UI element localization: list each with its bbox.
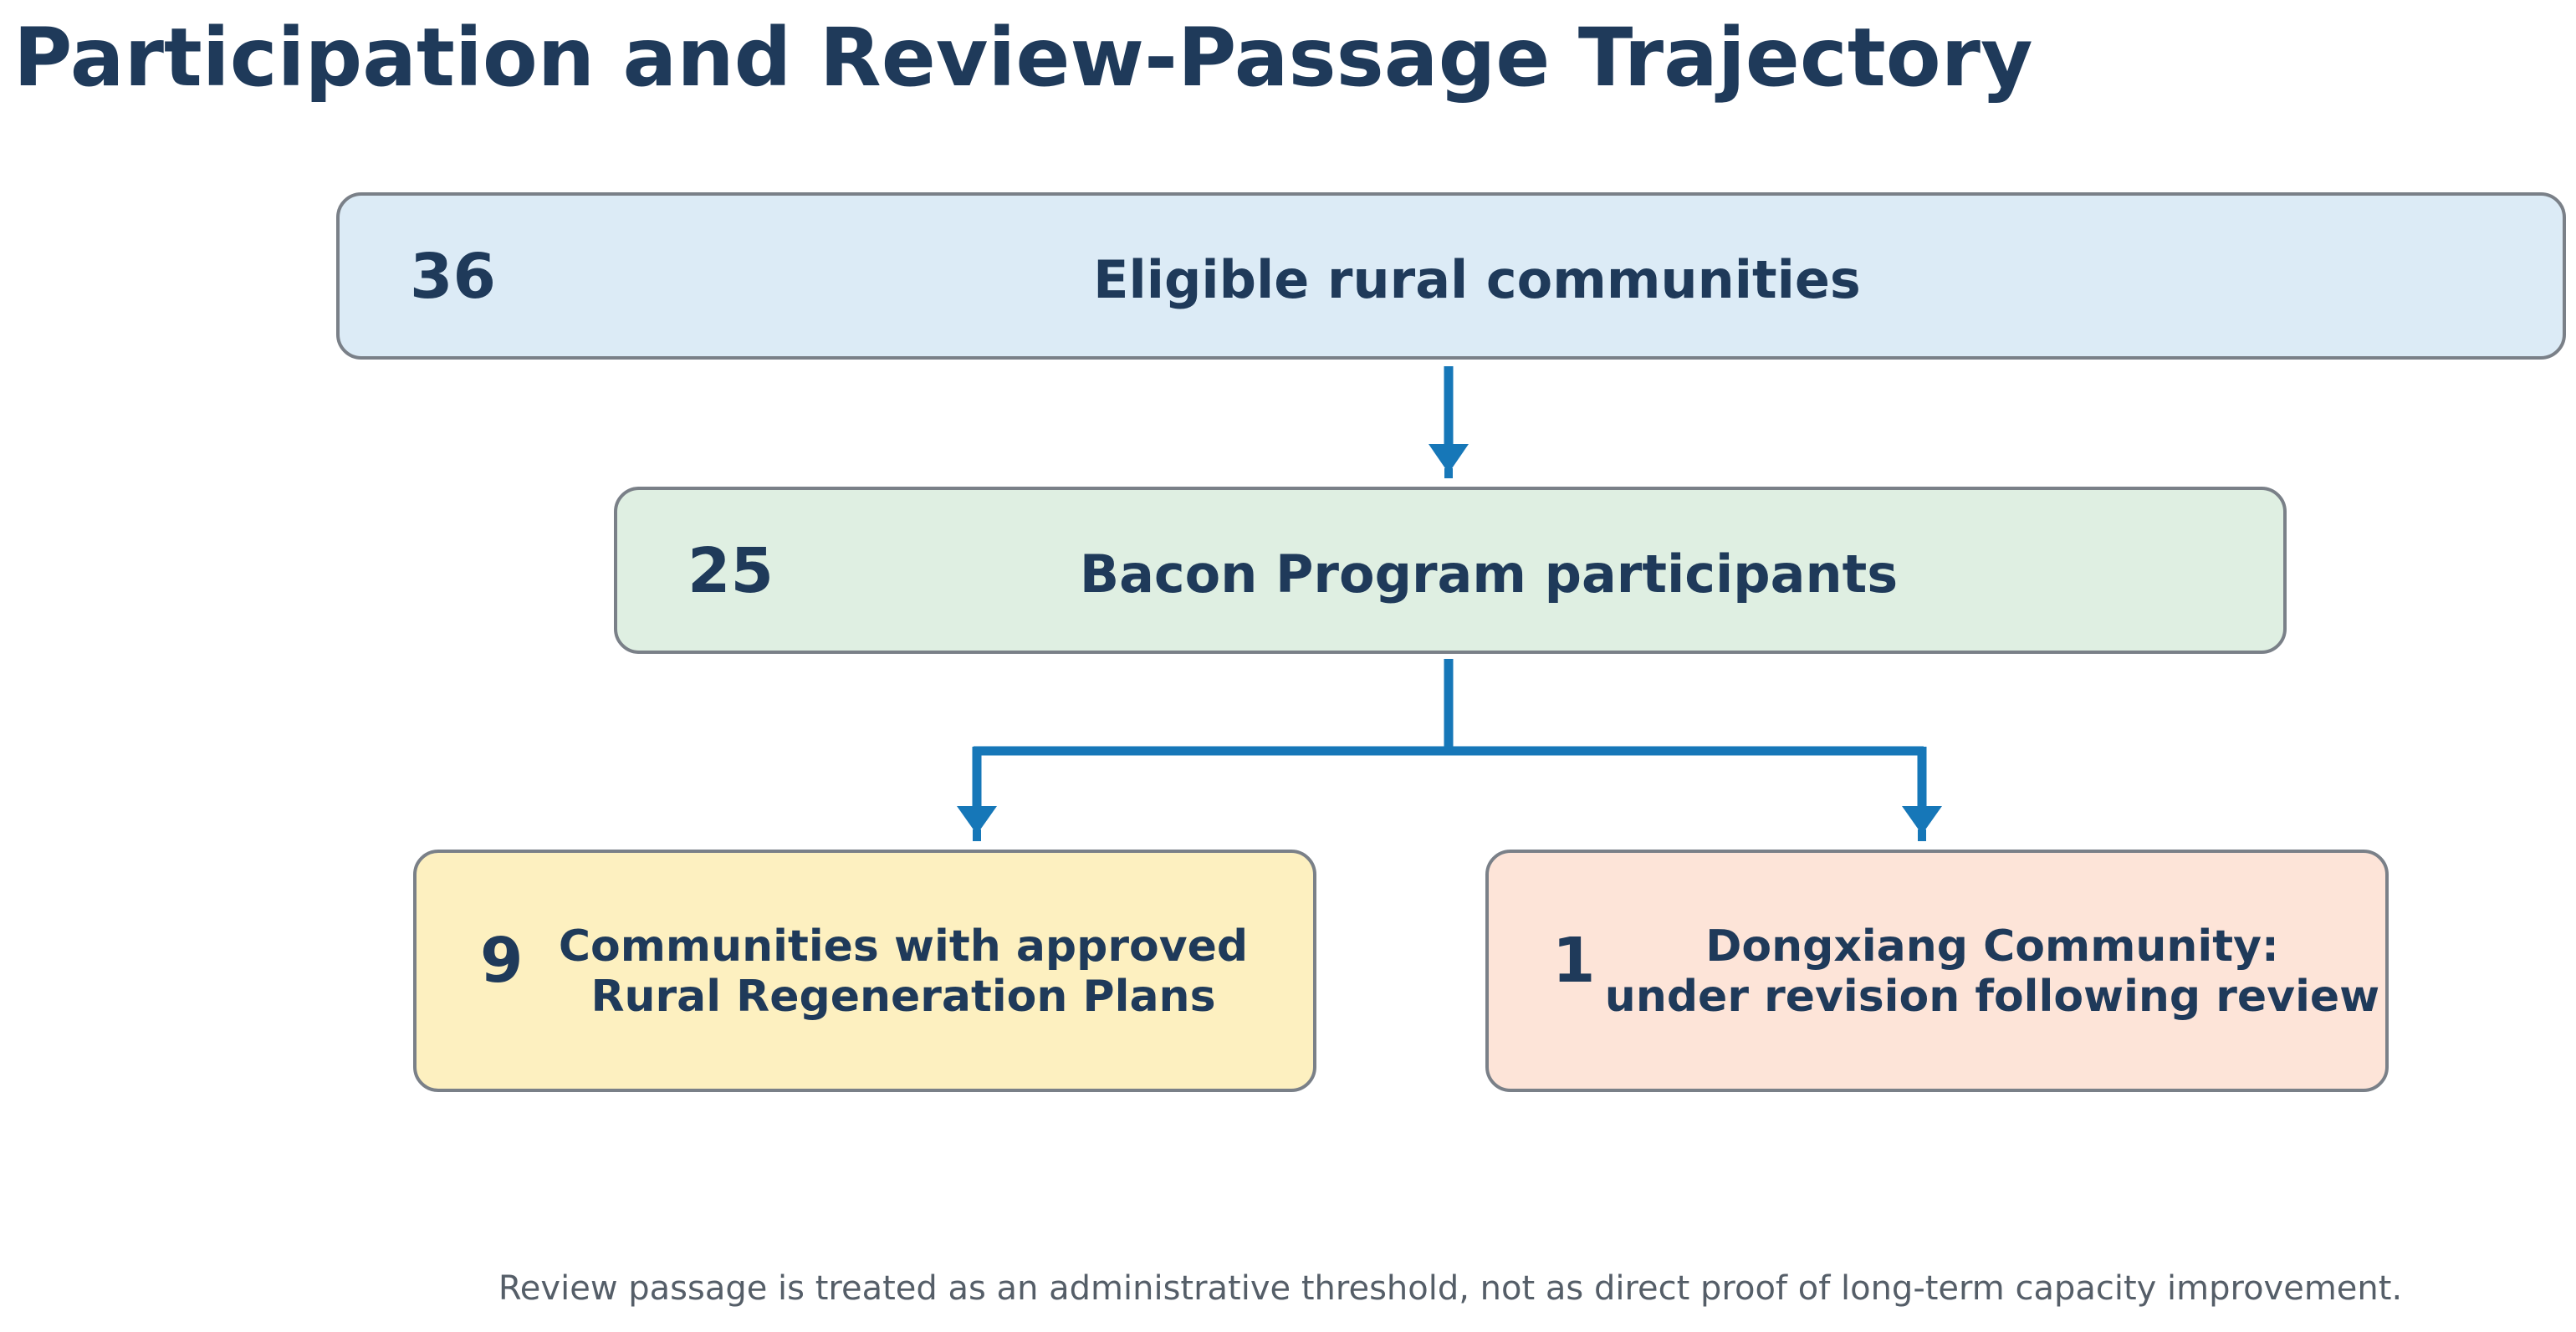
arrowhead-to-revision bbox=[1902, 806, 1942, 834]
revision-label: Dongxiang Community: under revision foll… bbox=[1599, 921, 2385, 1022]
revision-label-line1: Dongxiang Community: bbox=[1705, 921, 2279, 972]
eligible-communities-box bbox=[336, 192, 2566, 360]
footnote: Review passage is treated as an administ… bbox=[498, 1269, 2403, 1308]
revision-label-line2: under revision following review bbox=[1604, 972, 2380, 1022]
participants-label: Bacon Program participants bbox=[1079, 544, 1899, 605]
arrow-tip-participants bbox=[1444, 468, 1453, 478]
program-participants-box bbox=[614, 487, 2287, 654]
under-revision-box bbox=[1485, 850, 2389, 1092]
arrowhead-to-participants bbox=[1429, 444, 1469, 473]
eligible-count: 36 bbox=[410, 241, 496, 313]
diagram-title: Participation and Review-Passage Traject… bbox=[13, 11, 2033, 105]
arrow-tip-revision bbox=[1918, 829, 1926, 841]
participants-count: 25 bbox=[687, 535, 774, 607]
approved-label-line1: Communities with approved bbox=[558, 921, 1249, 972]
approved-plans-box bbox=[413, 850, 1316, 1092]
eligible-label: Eligible rural communities bbox=[1093, 249, 1861, 310]
revision-count: 1 bbox=[1552, 925, 1596, 997]
approved-label-line2: Rural Regeneration Plans bbox=[590, 972, 1216, 1022]
arrow-tip-approved bbox=[973, 829, 981, 841]
approved-label: Communities with approved Rural Regenera… bbox=[535, 921, 1271, 1022]
approved-count: 9 bbox=[480, 925, 524, 997]
arrowhead-to-approved bbox=[957, 806, 997, 834]
